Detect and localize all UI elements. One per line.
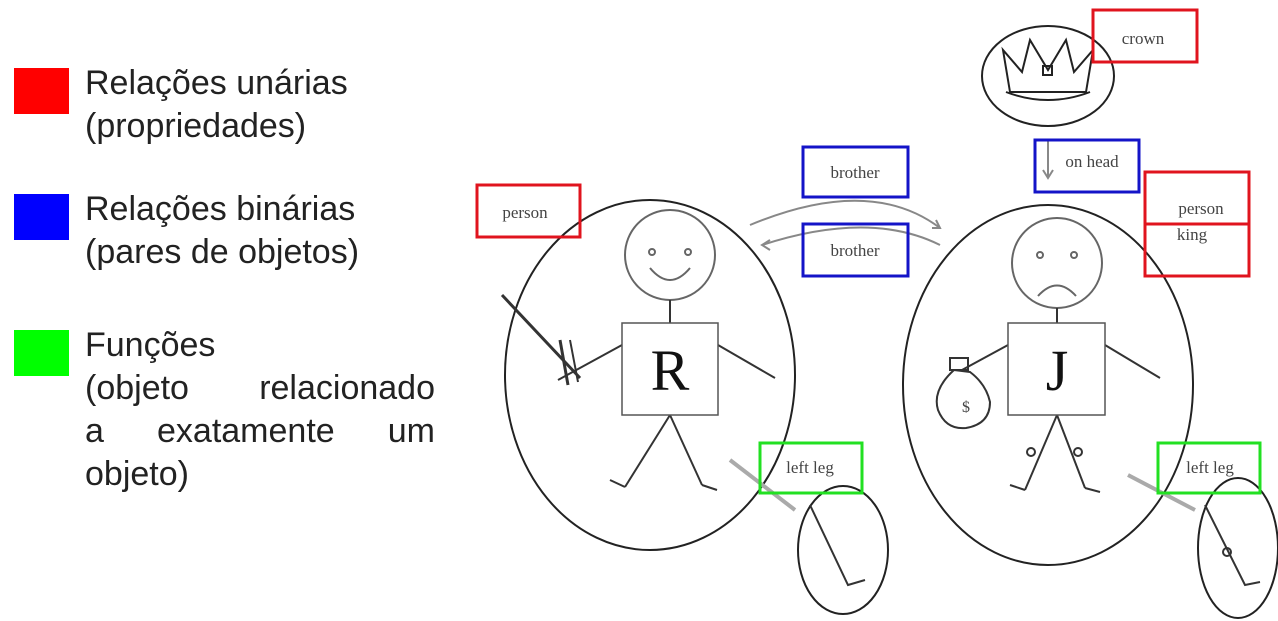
john-letter: J	[1046, 338, 1069, 403]
richard-leg-oval	[797, 485, 889, 615]
functions-line-3: a exatamente um	[85, 412, 435, 450]
label-person-left: person	[475, 183, 582, 239]
crown-oval	[981, 25, 1115, 127]
relation-arrows	[728, 140, 1196, 512]
functions-swatch	[14, 330, 69, 376]
crown-icon	[1001, 37, 1095, 101]
richard-letter: R	[651, 338, 690, 403]
svg-text:brother: brother	[830, 241, 879, 260]
label-king: king	[1143, 222, 1251, 278]
leg-closeups	[809, 504, 1261, 587]
svg-text:king: king	[1177, 225, 1208, 244]
svg-text:brother: brother	[830, 163, 879, 182]
functions-line-2: (objeto relacionado	[85, 369, 435, 407]
john-box	[1007, 322, 1106, 416]
richard-oval	[504, 199, 796, 551]
label-brother-top: brother	[801, 145, 910, 199]
label-left-leg-john: left leg	[1156, 441, 1262, 495]
legend-functions: Funções (objeto relacionado a exatamente…	[14, 324, 435, 496]
svg-text:left leg: left leg	[1186, 458, 1234, 477]
functions-text: Funções (objeto relacionado a exatamente…	[85, 324, 435, 496]
svg-text:crown: crown	[1122, 29, 1165, 48]
richard-figure	[500, 209, 776, 491]
john-leg-oval	[1197, 477, 1278, 619]
binary-line-2: (pares de objetos)	[85, 233, 360, 271]
richard-john-diagram: R $ J	[475, 8, 1278, 619]
john-oval	[902, 204, 1194, 566]
binary-text: Relações binárias (pares de objetos)	[85, 188, 359, 274]
unary-line-2: (propriedades)	[85, 107, 307, 145]
legend-binary: Relações binárias (pares de objetos)	[14, 188, 359, 274]
unary-text: Relações unárias (propriedades)	[85, 62, 348, 148]
label-brother-bottom: brother	[801, 222, 910, 278]
richard-box	[621, 322, 719, 416]
unary-swatch	[14, 68, 69, 114]
functions-line-1: Funções	[85, 326, 216, 364]
money-symbol: $	[962, 399, 970, 416]
svg-text:person: person	[1178, 199, 1224, 218]
label-on-head: on head	[1033, 138, 1141, 194]
binary-line-1: Relações binárias	[85, 190, 356, 228]
functions-line-4: objeto)	[85, 455, 189, 493]
label-left-leg-richard: left leg	[758, 441, 864, 495]
john-figure	[935, 217, 1161, 493]
legend-unary: Relações unárias (propriedades)	[14, 62, 348, 148]
unary-line-1: Relações unárias	[85, 64, 348, 102]
svg-text:left leg: left leg	[786, 458, 834, 477]
label-crown: crown	[1091, 8, 1199, 64]
svg-text:person: person	[502, 203, 548, 222]
svg-text:on head: on head	[1065, 152, 1119, 171]
label-person-right: person	[1143, 170, 1251, 226]
binary-swatch	[14, 194, 69, 240]
